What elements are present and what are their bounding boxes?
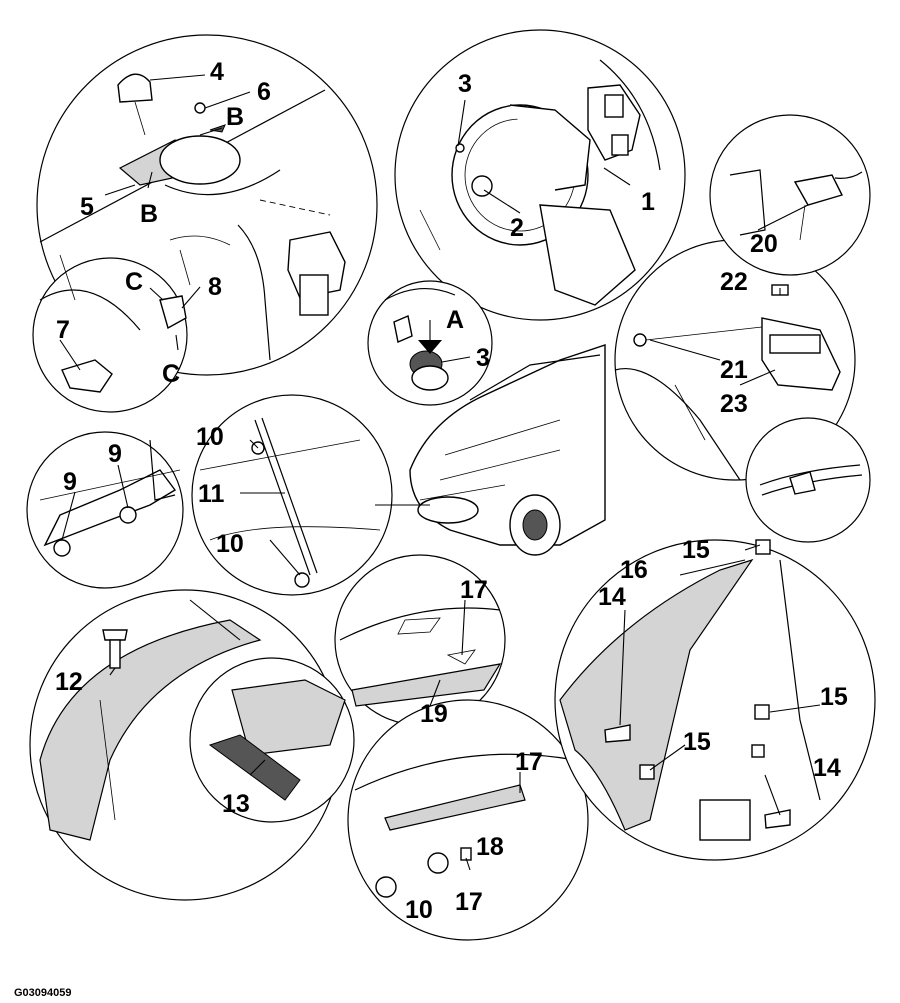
callout-10-strut-top: 10: [196, 423, 224, 451]
callout-3-top: 3: [458, 70, 472, 98]
callout-9-right: 9: [108, 440, 122, 468]
detail-circle-fender: [554, 539, 876, 861]
callout-10-strut-bottom: 10: [216, 530, 244, 558]
callout-2: 2: [510, 214, 524, 242]
letter-b-top: B: [226, 103, 244, 131]
callout-23: 23: [720, 390, 748, 418]
callout-21: 21: [720, 356, 748, 384]
detail-circle-bumper-trim: [347, 699, 589, 941]
callout-17-bumper-bottom: 17: [455, 888, 483, 916]
figure-code: G03094059: [14, 987, 72, 999]
detail-circle-seal-strip: [189, 657, 355, 823]
callout-4: 4: [210, 58, 224, 86]
callout-6: 6: [257, 78, 271, 106]
callout-8: 8: [208, 273, 222, 301]
callout-17-hood-seal: 17: [460, 576, 488, 604]
detail-circle-hood-bracket: [26, 431, 184, 589]
detail-circle-gas-strut: [191, 394, 393, 596]
callout-labels: 1 2 3 3 4 5 6 7 8 9 9 10 10 10 11 12 13 …: [14, 58, 848, 999]
leader-lines: [59, 74, 821, 871]
callout-10-bumper: 10: [405, 896, 433, 924]
callout-11: 11: [198, 480, 225, 508]
letter-c-bottom: C: [162, 360, 180, 388]
callout-14-right: 14: [813, 754, 841, 782]
callout-19: 19: [420, 700, 448, 728]
callout-1: 1: [641, 188, 655, 216]
callout-12: 12: [55, 668, 83, 696]
callout-15-middle: 15: [683, 728, 711, 756]
callout-20: 20: [750, 230, 778, 258]
detail-circle-cable-connector: [709, 114, 871, 276]
detail-circle-hood-seal: [334, 554, 506, 726]
direction-arrows: [147, 124, 442, 354]
letter-c-top: C: [125, 268, 143, 296]
callout-7: 7: [56, 316, 70, 344]
letter-b-bottom: B: [140, 200, 158, 228]
callout-18: 18: [476, 833, 504, 861]
callout-5: 5: [80, 193, 94, 221]
callout-17-bumper-top: 17: [515, 748, 543, 776]
car-front-view: [409, 344, 606, 556]
callout-13: 13: [222, 790, 250, 818]
letter-a: A: [446, 306, 464, 334]
detail-circle-fuel-filler-flap: [394, 29, 686, 321]
callout-9-left: 9: [63, 468, 77, 496]
callout-22: 22: [720, 268, 748, 296]
detail-circle-lock-actuator: [32, 254, 188, 413]
callout-3-clip: 3: [476, 344, 490, 372]
callout-14-left: 14: [598, 583, 626, 611]
callout-15-top: 15: [682, 536, 710, 564]
callout-16: 16: [620, 556, 648, 584]
callout-15-right: 15: [820, 683, 848, 711]
detail-circle-cable-clip: [745, 417, 871, 543]
